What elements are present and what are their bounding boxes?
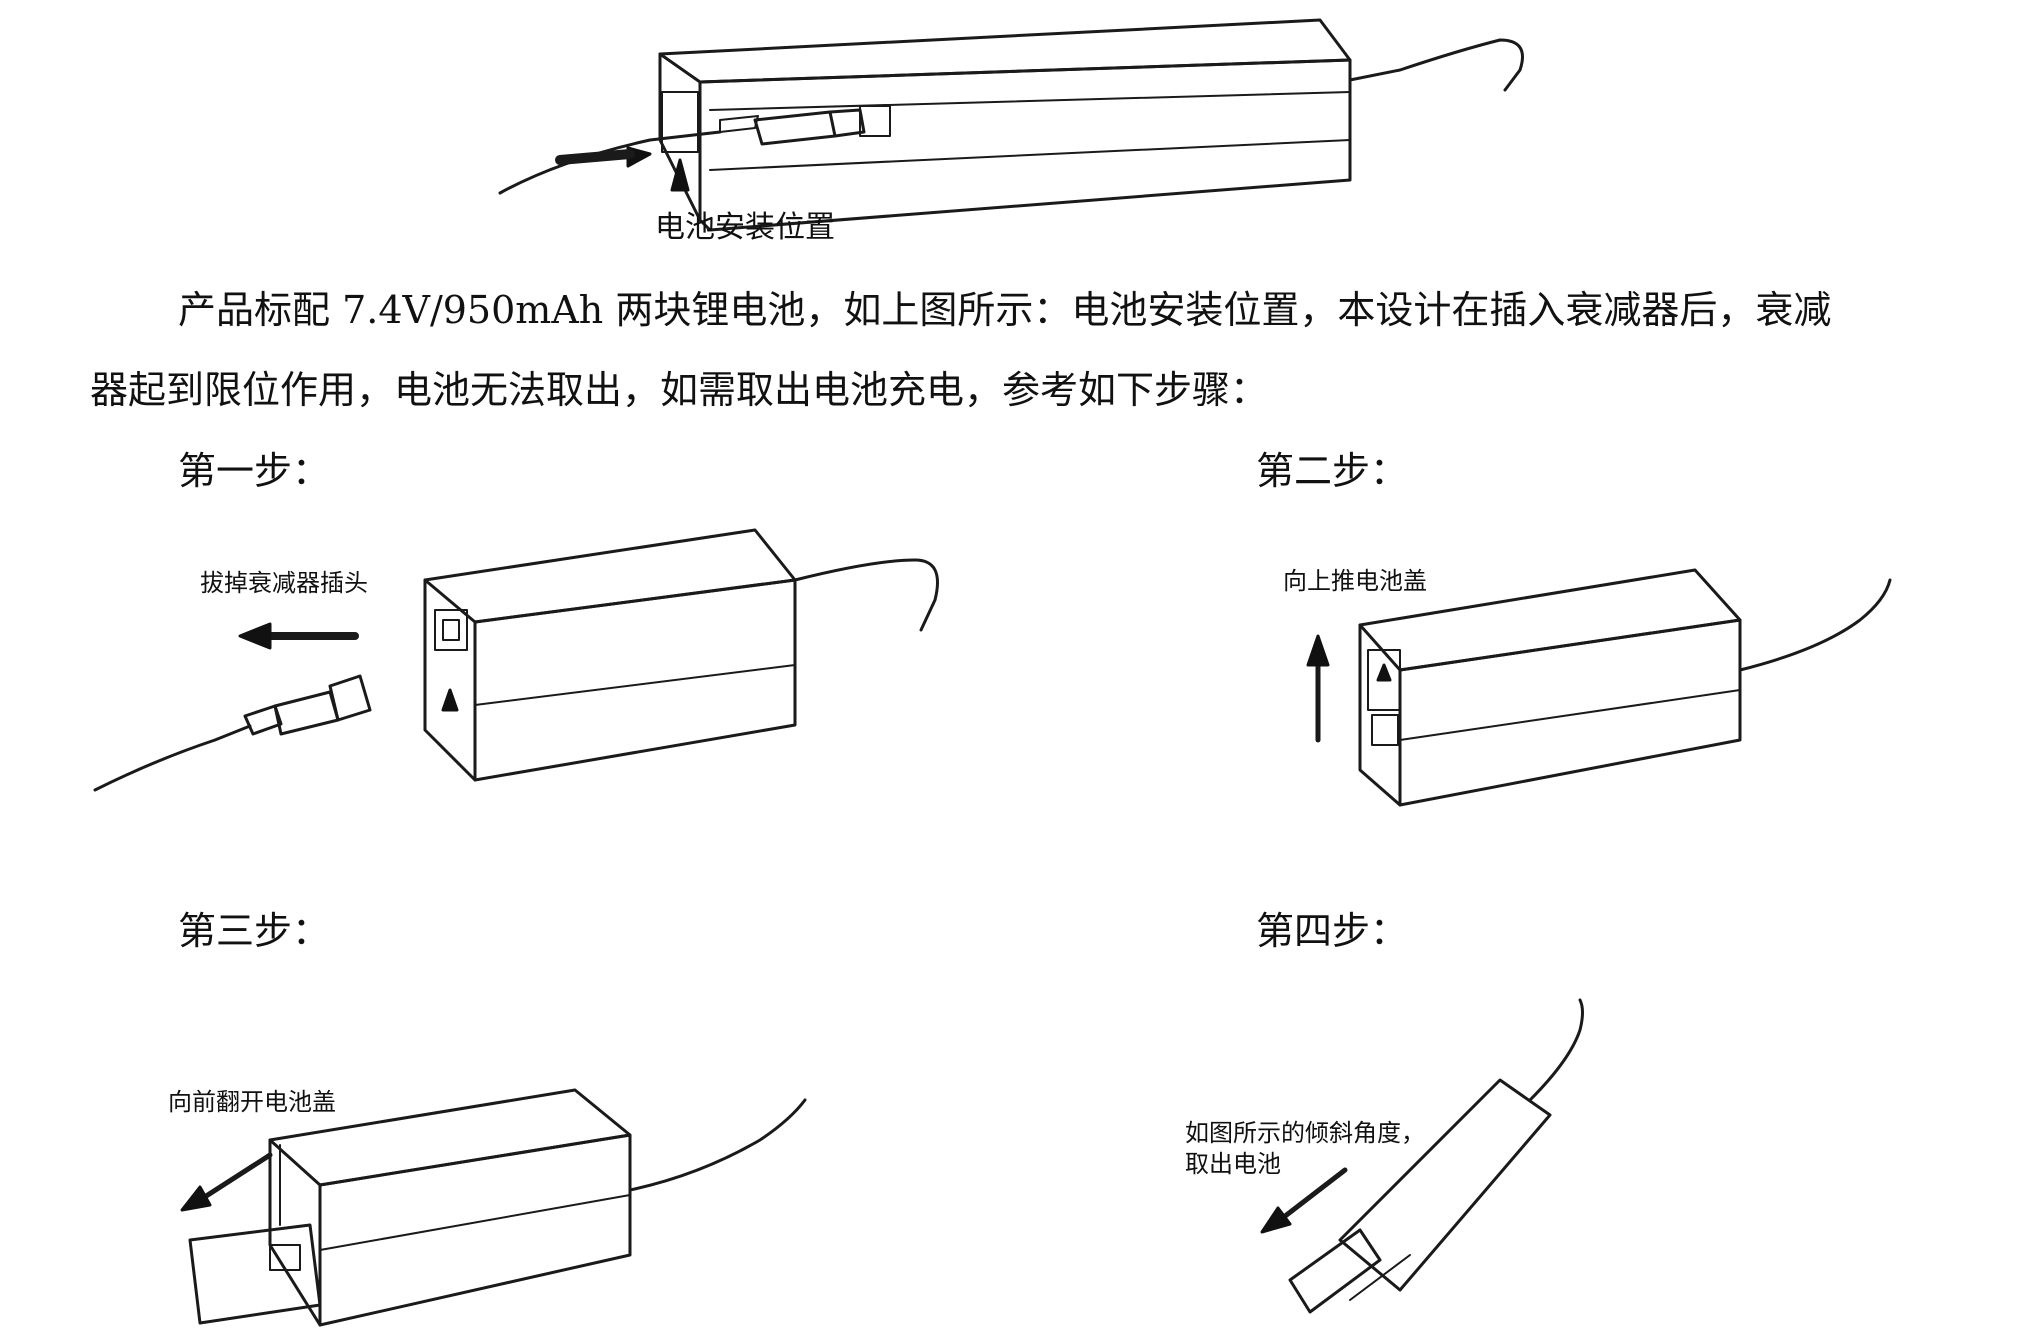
push-up-arrow-icon [1306, 634, 1330, 743]
step-1-illustration [93, 528, 939, 792]
battery-up-arrow-icon [670, 158, 690, 192]
top-device-illustration [498, 18, 1524, 232]
step-4-caption-line-2: 取出电池 [1185, 1150, 1281, 1179]
cable-right [793, 558, 939, 632]
step-1-caption: 拔掉衰减器插头 [200, 569, 368, 597]
step-2-caption: 向上推电池盖 [1283, 567, 1427, 595]
plug-connector [753, 105, 891, 146]
intro-paragraph: 产品标配 7.4V/950mAh 两块锂电池，如上图所示：电池安装位置，本设计在… [90, 270, 2040, 430]
step-4-label: 第四步： [1256, 909, 1409, 953]
device-box [423, 528, 797, 782]
device-box [658, 18, 1352, 232]
step-3-label: 第三步： [178, 909, 331, 953]
cable-top [1528, 998, 1584, 1102]
open-battery-lid [188, 1223, 322, 1325]
intro-line-1: 产品标配 7.4V/950mAh 两块锂电池，如上图所示：电池安装位置，本设计在… [178, 288, 1832, 332]
step-3-illustration [180, 1088, 807, 1327]
tilted-device [1338, 1078, 1552, 1292]
unplugged-connector [93, 674, 372, 792]
step-2-label: 第二步： [1256, 449, 1409, 493]
cable-right [1348, 38, 1524, 92]
step-4-illustration [1260, 998, 1584, 1314]
sliding-battery [1288, 1228, 1411, 1314]
step-2-illustration [1306, 568, 1892, 807]
step-3-caption: 向前翻开电池盖 [168, 1088, 336, 1116]
battery-position-caption: 电池安装位置 [655, 210, 835, 245]
pointer-arrow-icon [555, 146, 652, 168]
step-4-caption-line-1: 如图所示的倾斜角度， [1185, 1119, 1425, 1147]
cable-right [1738, 578, 1892, 672]
intro-line-2: 器起到限位作用，电池无法取出，如需取出电池充电，参考如下步骤： [90, 368, 1269, 412]
step-1-label: 第一步： [178, 449, 331, 493]
remove-battery-arrow-icon [1260, 1167, 1348, 1234]
device-box [268, 1088, 632, 1327]
remove-arrow-icon [238, 622, 359, 650]
cable-right [628, 1098, 807, 1192]
device-box [1358, 568, 1742, 807]
step-4-caption: 如图所示的倾斜角度， 取出电池 [1185, 1118, 1425, 1180]
flip-forward-arrow-icon [180, 1152, 273, 1212]
